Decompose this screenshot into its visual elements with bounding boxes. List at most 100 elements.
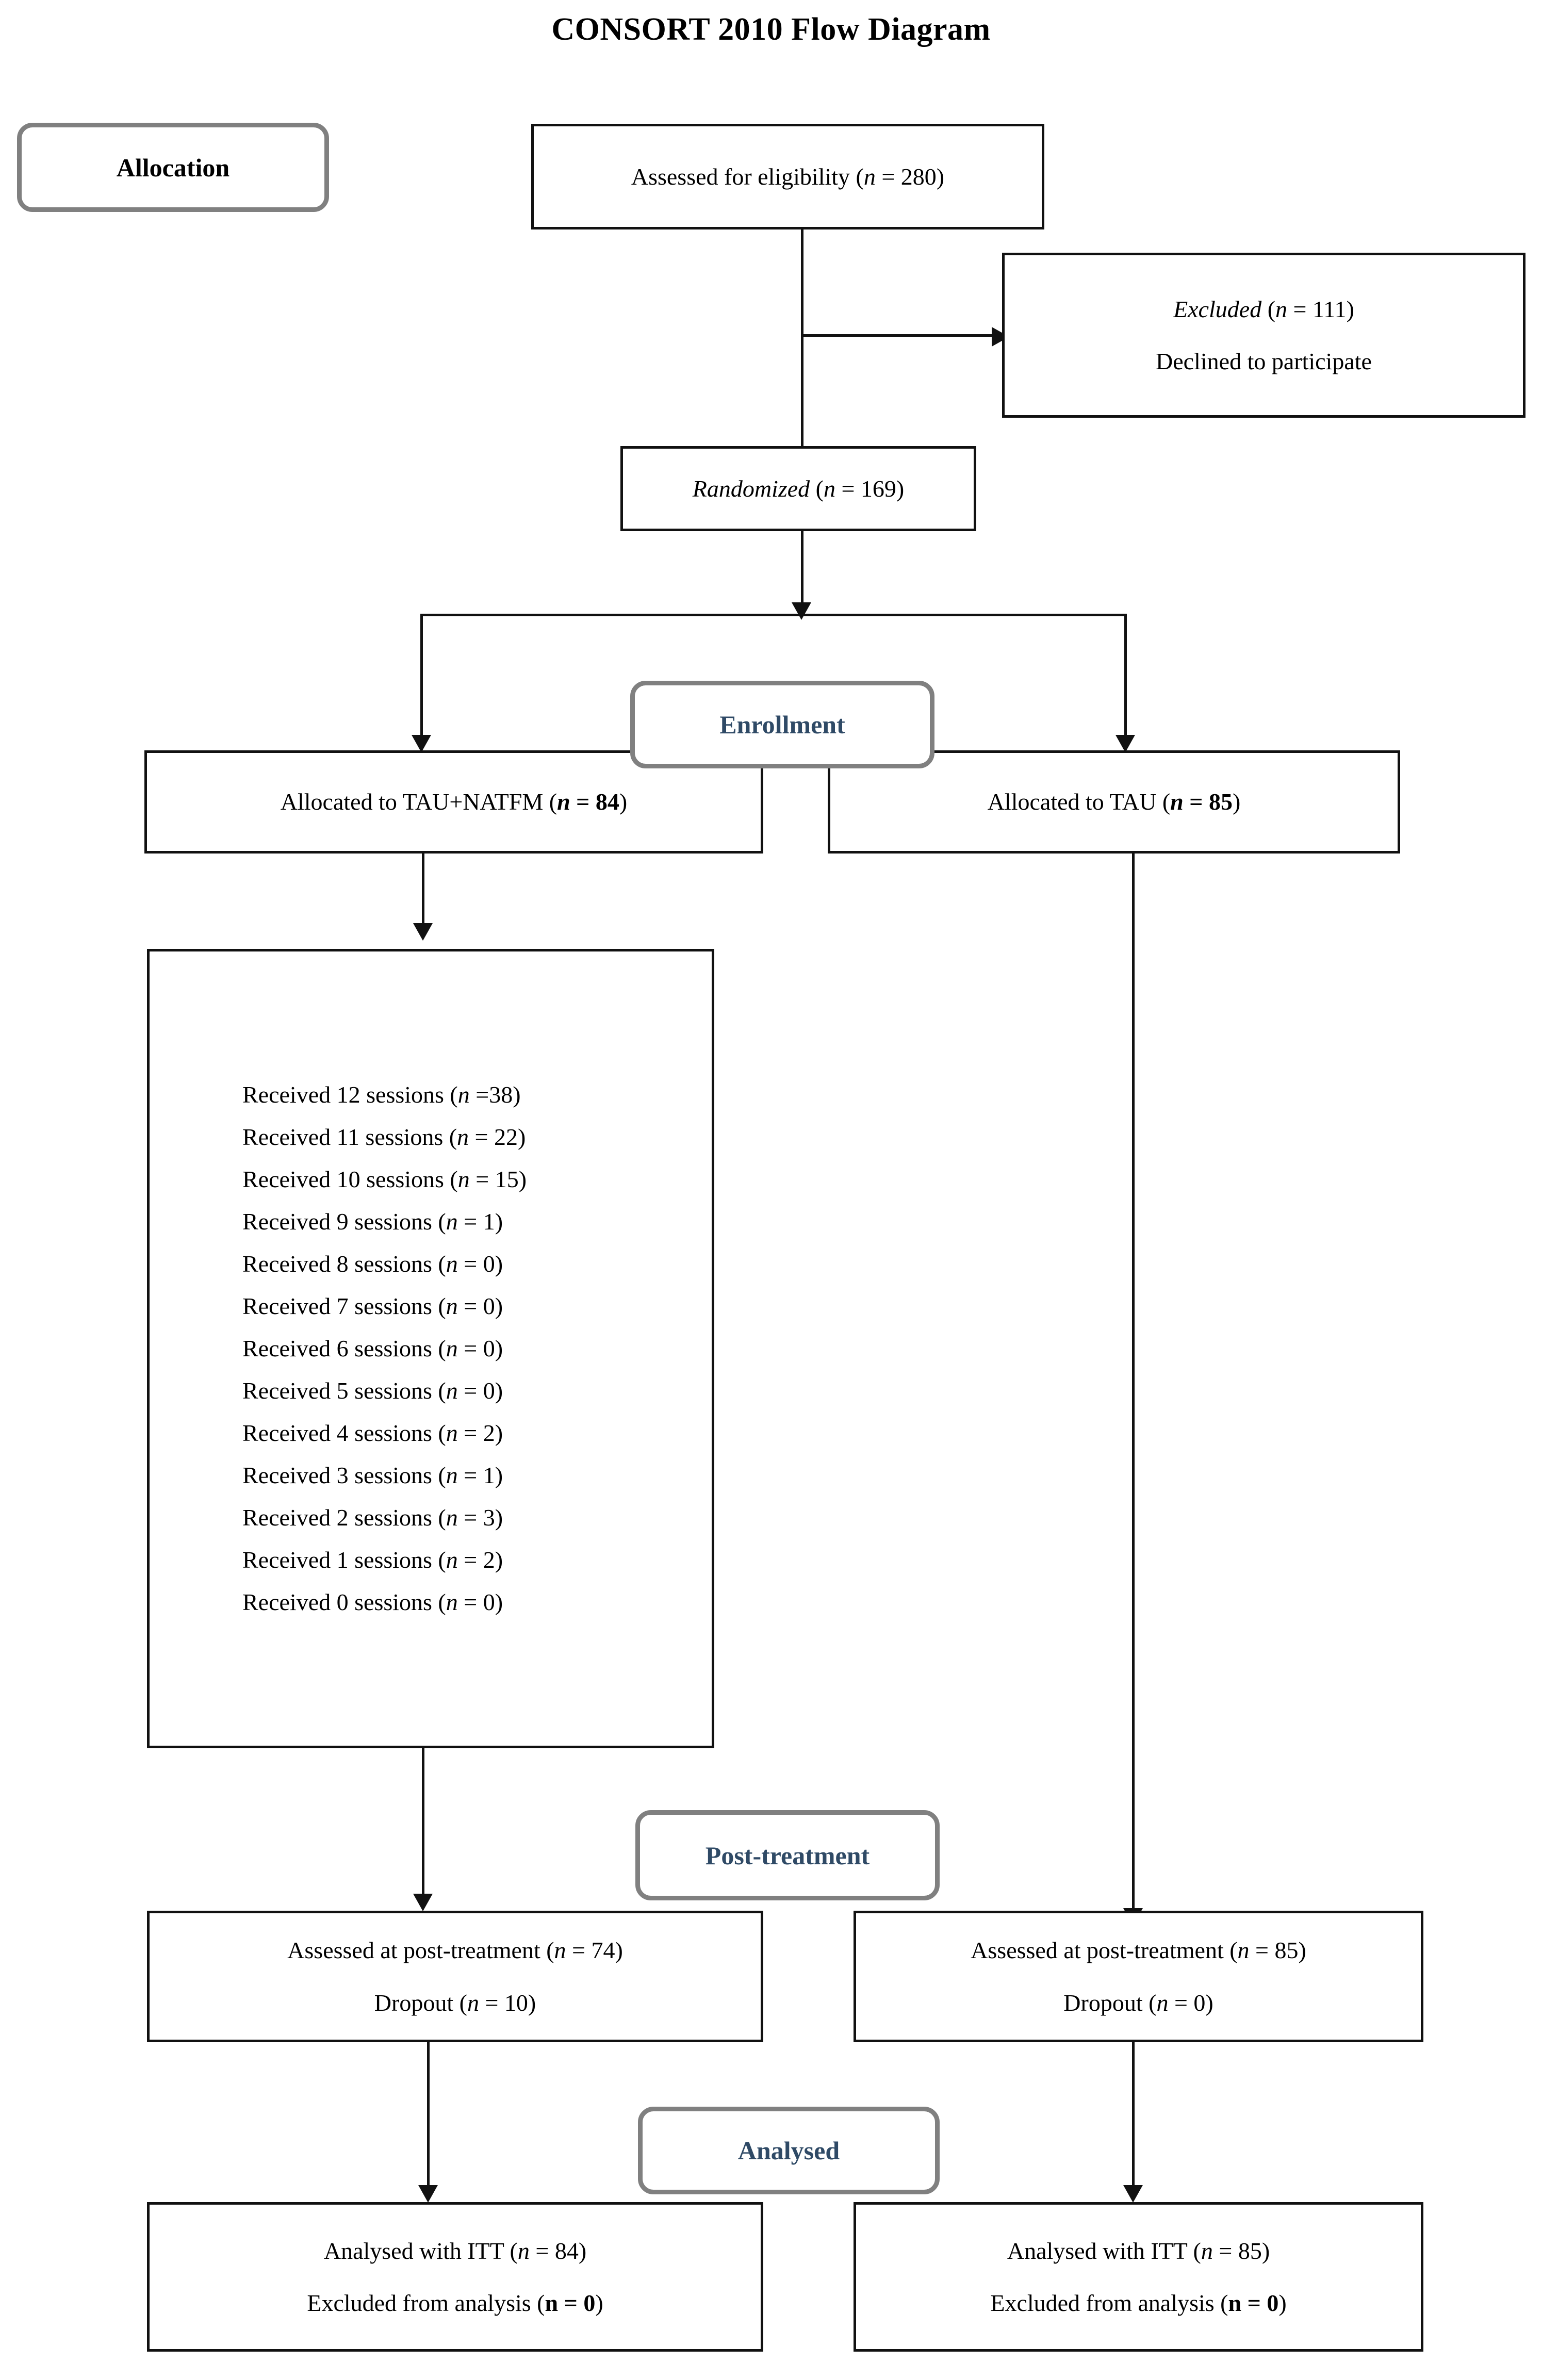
session-suffix-9: = 1) bbox=[457, 1462, 503, 1488]
allocated-right-value: 85 bbox=[1208, 789, 1233, 815]
session-row-0: Received 12 sessions (n =38) bbox=[242, 1083, 712, 1107]
eligibility-prefix: Assessed for eligibility ( bbox=[631, 163, 864, 190]
session-n-10: n bbox=[446, 1504, 458, 1531]
session-prefix-9: Received 3 sessions ( bbox=[242, 1462, 446, 1488]
post-left-n-2: n bbox=[467, 1989, 479, 2016]
allocated-left-close: ) bbox=[619, 789, 628, 815]
allocated-left-text: Allocated to TAU+NATFM (n = 84) bbox=[281, 787, 627, 817]
analysed-left-prefix-2: Excluded from analysis ( bbox=[307, 2290, 545, 2316]
allocated-right-close: ) bbox=[1232, 789, 1241, 815]
post-right-line-2: Dropout (n = 0) bbox=[1063, 1988, 1213, 2018]
connector-split-right-leg bbox=[1124, 614, 1127, 743]
stage-label-post-treatment: Post-treatment bbox=[635, 1810, 940, 1900]
session-n-8: n bbox=[446, 1420, 458, 1446]
session-n-5: n bbox=[446, 1293, 458, 1319]
stage-label-allocation-text: Allocation bbox=[116, 153, 230, 182]
post-right-n-2: n bbox=[1156, 1989, 1169, 2016]
connector-eligibility-stem bbox=[801, 229, 803, 446]
connector-allocation-to-sessions-arrowhead bbox=[413, 923, 433, 941]
session-suffix-2: = 15) bbox=[469, 1166, 527, 1192]
node-analysed-tau: Analysed with ITT (n = 85) Excluded from… bbox=[854, 2202, 1423, 2352]
session-n-6: n bbox=[446, 1335, 458, 1361]
session-row-3: Received 9 sessions (n = 1) bbox=[242, 1210, 712, 1234]
session-n-4: n bbox=[446, 1251, 458, 1277]
session-n-11: n bbox=[446, 1547, 458, 1573]
stage-label-allocation: Allocation bbox=[17, 123, 329, 212]
session-n-7: n bbox=[446, 1377, 458, 1404]
analysed-right-line-1: Analysed with ITT (n = 85) bbox=[1007, 2236, 1270, 2266]
post-right-suffix-2: = 0) bbox=[1168, 1989, 1213, 2016]
stage-label-enrollment: Enrollment bbox=[630, 681, 934, 768]
post-left-line-1: Assessed at post-treatment (n = 74) bbox=[287, 1935, 623, 1965]
session-prefix-10: Received 2 sessions ( bbox=[242, 1504, 446, 1531]
session-prefix-12: Received 0 sessions ( bbox=[242, 1589, 446, 1615]
analysed-right-line-2: Excluded from analysis (n = 0) bbox=[990, 2288, 1286, 2318]
analysed-right-suffix-1: = 85) bbox=[1212, 2237, 1270, 2264]
allocated-right-eq: = bbox=[1183, 789, 1209, 815]
session-n-0: n bbox=[457, 1081, 470, 1108]
session-suffix-3: = 1) bbox=[457, 1208, 503, 1235]
connector-randomized-stem bbox=[801, 531, 803, 611]
allocated-right-text: Allocated to TAU (n = 85) bbox=[988, 787, 1241, 817]
connector-post-right-to-analysed-arrowhead bbox=[1123, 2185, 1143, 2203]
analysed-right-eq-2: = bbox=[1241, 2290, 1267, 2316]
session-row-2: Received 10 sessions (n = 15) bbox=[242, 1168, 712, 1191]
session-row-4: Received 8 sessions (n = 0) bbox=[242, 1252, 712, 1276]
post-right-n-1: n bbox=[1237, 1937, 1250, 1963]
analysed-right-value-2: 0 bbox=[1267, 2290, 1279, 2316]
session-prefix-7: Received 5 sessions ( bbox=[242, 1377, 446, 1404]
session-row-1: Received 11 sessions (n = 22) bbox=[242, 1125, 712, 1149]
session-prefix-6: Received 6 sessions ( bbox=[242, 1335, 446, 1361]
analysed-left-close-2: ) bbox=[595, 2290, 603, 2316]
session-suffix-8: = 2) bbox=[457, 1420, 503, 1446]
post-left-line-2: Dropout (n = 10) bbox=[374, 1988, 536, 2018]
session-row-9: Received 3 sessions (n = 1) bbox=[242, 1464, 712, 1487]
session-suffix-4: = 0) bbox=[457, 1251, 503, 1277]
allocated-left-eq: = bbox=[570, 789, 596, 815]
connector-post-left-to-analysed bbox=[427, 2042, 430, 2192]
analysed-right-prefix-2: Excluded from analysis ( bbox=[990, 2290, 1228, 2316]
analysed-right-n-1: n bbox=[1201, 2237, 1213, 2264]
excluded-line-2: Declined to participate bbox=[1156, 348, 1372, 374]
analysed-right-n-2: n bbox=[1228, 2290, 1242, 2316]
connector-post-right-to-analysed bbox=[1132, 2042, 1135, 2192]
node-post-treatment-tau: Assessed at post-treatment (n = 85) Drop… bbox=[854, 1911, 1423, 2042]
node-post-treatment-tau-natfm: Assessed at post-treatment (n = 74) Drop… bbox=[147, 1911, 763, 2042]
node-analysed-tau-natfm: Analysed with ITT (n = 84) Excluded from… bbox=[147, 2202, 763, 2352]
session-prefix-5: Received 7 sessions ( bbox=[242, 1293, 446, 1319]
allocated-left-prefix: Allocated to TAU+NATFM ( bbox=[280, 789, 557, 815]
session-suffix-5: = 0) bbox=[457, 1293, 503, 1319]
randomized-suffix: = 169) bbox=[835, 475, 905, 502]
connector-tau-long-rail bbox=[1132, 853, 1135, 1916]
session-prefix-8: Received 4 sessions ( bbox=[242, 1420, 446, 1446]
analysed-left-n-1: n bbox=[517, 2237, 530, 2264]
session-n-3: n bbox=[446, 1208, 458, 1235]
session-n-12: n bbox=[446, 1589, 458, 1615]
node-excluded: Excluded (n = 111) Declined to participa… bbox=[1002, 253, 1525, 418]
randomized-italic-n: n bbox=[823, 475, 835, 502]
stage-label-analysed: Analysed bbox=[638, 2107, 940, 2194]
post-left-prefix-1: Assessed at post-treatment ( bbox=[287, 1937, 554, 1963]
session-prefix-11: Received 1 sessions ( bbox=[242, 1547, 446, 1573]
analysed-left-line-1: Analysed with ITT (n = 84) bbox=[324, 2236, 586, 2266]
randomized-label: Randomized bbox=[692, 475, 810, 502]
post-right-suffix-1: = 85) bbox=[1249, 1937, 1306, 1963]
session-prefix-2: Received 10 sessions ( bbox=[242, 1166, 458, 1192]
analysed-left-value-2: 0 bbox=[583, 2290, 596, 2316]
node-randomized: Randomized (n = 169) bbox=[620, 446, 976, 531]
session-suffix-1: = 22) bbox=[469, 1124, 526, 1150]
page-title: CONSORT 2010 Flow Diagram bbox=[551, 12, 991, 47]
analysed-right-close-2: ) bbox=[1278, 2290, 1287, 2316]
excluded-line-1: Excluded (n = 111) bbox=[1173, 294, 1354, 324]
eligibility-suffix: = 280) bbox=[875, 163, 945, 190]
analysed-left-prefix-1: Analysed with ITT ( bbox=[323, 2237, 518, 2264]
session-prefix-0: Received 12 sessions ( bbox=[242, 1081, 458, 1108]
session-n-2: n bbox=[457, 1166, 470, 1192]
post-right-prefix-2: Dropout ( bbox=[1063, 1989, 1157, 2016]
session-n-1: n bbox=[457, 1124, 469, 1150]
connector-split-left-arrowhead bbox=[412, 735, 431, 752]
connector-post-left-to-analysed-arrowhead bbox=[418, 2185, 438, 2203]
allocated-left-n: n bbox=[557, 789, 570, 815]
session-suffix-11: = 2) bbox=[457, 1547, 503, 1573]
